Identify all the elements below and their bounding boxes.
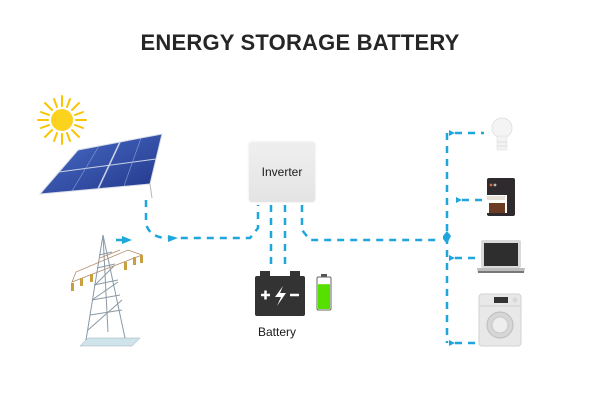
junction-arrow-icon bbox=[443, 231, 451, 244]
washing-machine-icon bbox=[478, 293, 522, 347]
sun-icon bbox=[37, 95, 87, 145]
flow-arrows bbox=[122, 130, 462, 346]
laptop-icon bbox=[477, 240, 525, 273]
inverter-box: Inverter bbox=[249, 142, 315, 202]
coffee-arrow-icon bbox=[456, 197, 462, 203]
solar-arrow-icon bbox=[168, 235, 178, 242]
solar-to-inverter-line bbox=[144, 200, 260, 240]
laptop-arrow-icon bbox=[449, 255, 455, 261]
bulb-arrow-icon bbox=[449, 130, 455, 136]
solar-panel-icon bbox=[38, 133, 163, 199]
coffee-maker-icon bbox=[487, 178, 515, 216]
battery-charge-fill bbox=[318, 284, 330, 309]
battery-label: Battery bbox=[258, 325, 297, 339]
washer-arrow-icon bbox=[449, 340, 455, 346]
light-bulb-icon bbox=[491, 117, 513, 151]
grid-arrow-icon bbox=[122, 236, 132, 244]
car-battery-icon bbox=[255, 271, 305, 316]
flow-lines bbox=[144, 131, 484, 345]
power-tower-icon bbox=[71, 234, 144, 347]
inverter-to-loads-line bbox=[300, 205, 440, 242]
inverter-label: Inverter bbox=[261, 165, 303, 179]
page-title: ENERGY STORAGE BATTERY bbox=[140, 30, 460, 55]
battery-level-icon bbox=[316, 274, 332, 311]
